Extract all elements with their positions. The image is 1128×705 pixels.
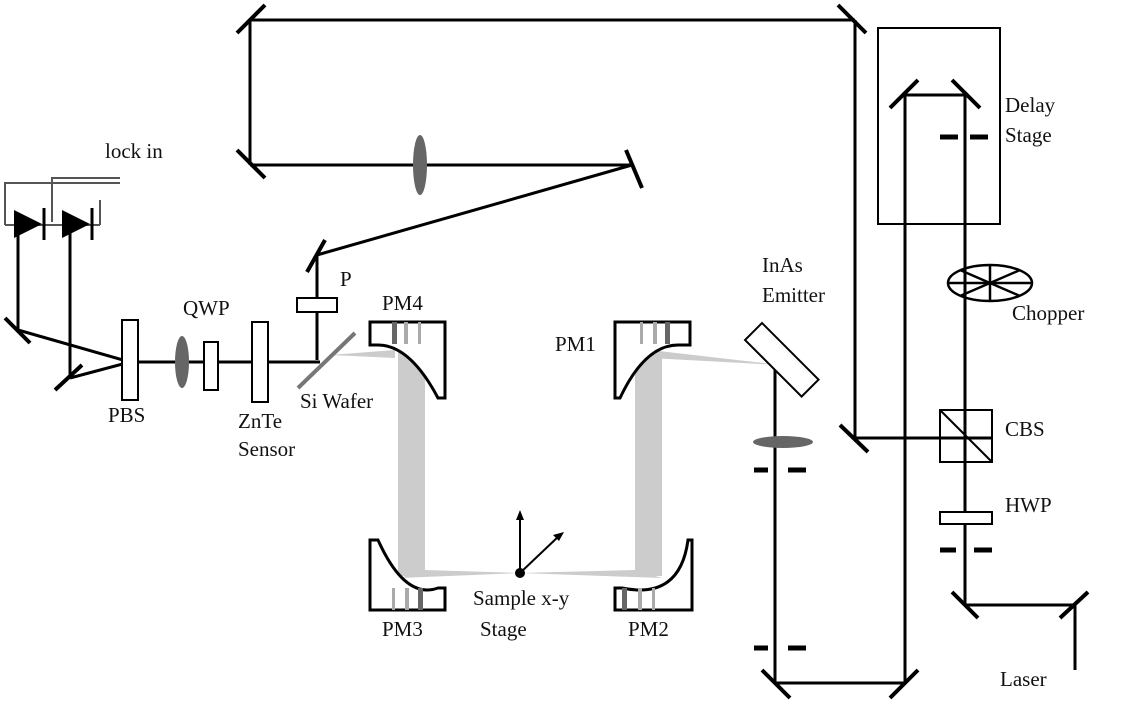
sample-axis-y-arrow [516, 510, 524, 520]
mirror-laser-right [1058, 590, 1090, 620]
lock-in-detector [4, 177, 120, 240]
chopper-wheel [946, 263, 1034, 303]
apertures [754, 134, 992, 651]
sample-axis-x-arrow [553, 532, 564, 541]
hwp-element [939, 511, 993, 525]
parabolic-mirror-pm2 [613, 538, 694, 612]
thz-beam-paths [330, 350, 780, 578]
component-labels: lock in QWP PBS ZnTe Sensor P Si Wafer P… [105, 93, 1084, 691]
mirror-detect-2 [53, 363, 84, 392]
beam-diagonal-to-p [316, 163, 633, 257]
label-pm1: PM1 [555, 332, 596, 356]
znte-sensor-element [251, 321, 269, 403]
label-si-wafer: Si Wafer [300, 389, 373, 413]
label-hwp: HWP [1005, 493, 1052, 517]
parabolic-mirror-pm4 [368, 320, 447, 400]
label-inas-line2: Emitter [762, 283, 825, 307]
thz-beam-emitter-to-pm1 [650, 350, 780, 365]
mirror-cbs-left [838, 423, 870, 454]
lens-detection [175, 336, 189, 388]
lenses [175, 135, 813, 448]
sample-axis-x [519, 534, 561, 574]
sample-point [515, 568, 525, 578]
label-inas-line1: InAs [762, 253, 803, 277]
label-delay-line1: Delay [1005, 93, 1056, 117]
mirror-delay-right [950, 78, 982, 110]
delay-stage-box [877, 27, 1001, 225]
si-wafer-element [296, 331, 357, 390]
mirror-p-top [305, 239, 327, 273]
label-pbs: PBS [108, 403, 145, 427]
photodiode-1-icon [14, 210, 42, 238]
label-sample-line2: Stage [480, 617, 527, 641]
beam-pbs-to-mirror2 [69, 360, 131, 380]
thz-beam-pm3-to-pm4 [398, 352, 425, 576]
flat-mirrors [3, 3, 1090, 700]
mirror-laser-left [950, 590, 980, 620]
thz-beam-sample-to-pm3 [400, 570, 520, 578]
thz-beam-pm1-to-pm2 [635, 352, 662, 576]
mirror-mid-right [624, 149, 644, 189]
label-qwp: QWP [183, 296, 230, 320]
sample-stage-axes [515, 510, 564, 578]
polarizer-element [296, 297, 338, 313]
optical-elements [121, 297, 993, 525]
parabolic-mirror-pm3 [368, 538, 447, 612]
lens-top [413, 135, 427, 195]
mirror-bottom-right [888, 668, 920, 700]
thz-beam-pm4-to-wafer [330, 350, 395, 358]
parabolic-mirror-pm1 [613, 320, 692, 400]
label-laser: Laser [1000, 667, 1047, 691]
mirror-top-left [235, 3, 267, 35]
lens-emitter [753, 436, 813, 448]
label-sample-line1: Sample x-y [473, 586, 570, 610]
mirror-bottom-left [760, 668, 792, 700]
photodiode-2-icon [62, 210, 90, 238]
probe-beam-paths [16, 18, 1077, 685]
label-znte-line2: Sensor [238, 437, 295, 461]
label-lock-in: lock in [105, 139, 163, 163]
thz-beam-pm2-to-sample [520, 570, 662, 578]
label-znte-line1: ZnTe [238, 409, 282, 433]
pbs-element [121, 319, 139, 401]
inas-emitter-element [743, 321, 820, 398]
label-polarizer: P [340, 267, 352, 291]
label-delay-line2: Stage [1005, 123, 1052, 147]
label-chopper: Chopper [1012, 301, 1084, 325]
mirror-detect-1 [3, 316, 32, 345]
mirror-mid-left [235, 148, 267, 180]
mirror-top-right [836, 3, 868, 35]
mirror-delay-left [888, 78, 920, 110]
label-pm2: PM2 [628, 617, 669, 641]
beam-pbs-to-mirror1 [17, 328, 131, 364]
label-cbs: CBS [1005, 417, 1045, 441]
label-pm3: PM3 [382, 617, 423, 641]
lock-in-wire-inner [51, 177, 120, 222]
label-pm4: PM4 [382, 291, 423, 315]
lock-in-wire-outer [4, 182, 120, 225]
qwp-element [203, 341, 219, 391]
